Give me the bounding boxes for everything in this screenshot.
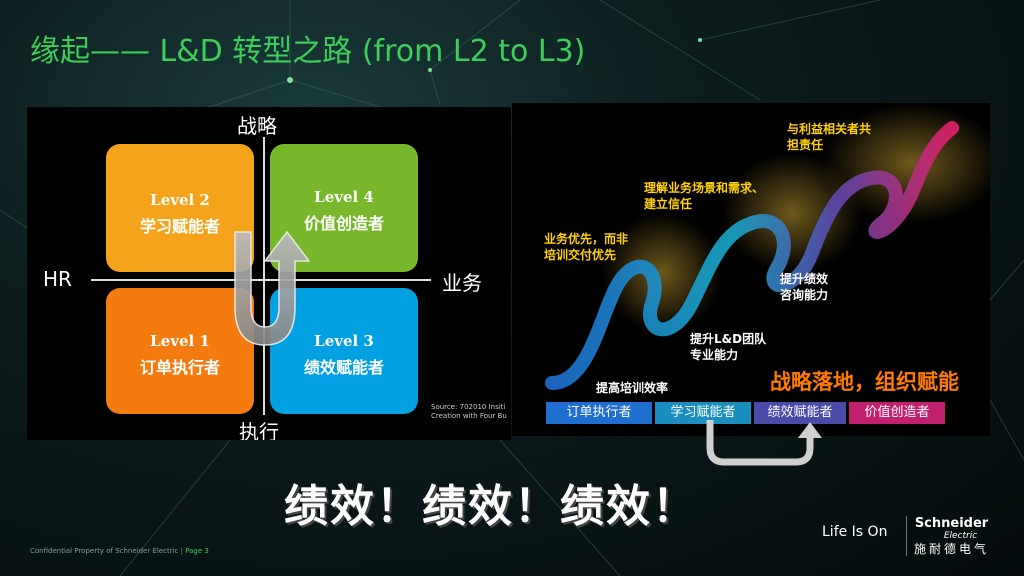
journey-note-5: 提升L&D团队 专业能力 <box>690 331 766 363</box>
big-slogan: 绩效！绩效！绩效！ <box>284 481 698 532</box>
journey-note-4: 提升绩效 咨询能力 <box>780 271 828 303</box>
footer-confidential: Confidential Property of Schneider Elect… <box>30 547 209 555</box>
quadrant-level-label: Level 1 <box>150 332 210 350</box>
journey-note-line: 理解业务场景和需求、 <box>644 181 765 195</box>
stage-4: 价值创造者 <box>849 402 945 424</box>
journey-note-6: 提高培训效率 <box>596 381 669 395</box>
axis-right-label: 业务 <box>442 271 482 295</box>
footer-text: Confidential Property of Schneider Elect… <box>30 547 186 555</box>
stage-3: 绩效赋能者 <box>754 402 846 424</box>
axis-left-label: HR <box>43 267 72 291</box>
journey-note-line: 提升L&D团队 <box>690 332 767 346</box>
brand-name: Schneider <box>914 516 989 531</box>
journey-note-line: 建立信任 <box>644 197 693 211</box>
journey-note-line: 提升绩效 <box>780 272 829 286</box>
stage-1: 订单执行者 <box>546 402 652 424</box>
level-matrix-panel: 战略 执行 HR 业务 Level 2 学习赋能者 Level 4 价值创造者 … <box>27 107 511 440</box>
axis-horizontal-line <box>91 279 431 281</box>
life-is-on-tagline: Life Is On <box>822 524 888 540</box>
journey-panel: 与利益相关者共 担责任 理解业务场景和需求、 建立信任 业务优先，而非 培训交付… <box>512 103 990 436</box>
curved-arrow-icon <box>706 420 822 466</box>
quadrant-level-2: Level 2 学习赋能者 <box>106 144 254 272</box>
u-turn-arrow-icon <box>234 230 311 346</box>
stage-2: 学习赋能者 <box>655 402 751 424</box>
slide-title: 缘起—— L&D 转型之路 (from L2 to L3) <box>30 34 586 69</box>
journey-note-2: 理解业务场景和需求、 建立信任 <box>644 180 764 212</box>
quadrant-level-label: Level 4 <box>314 188 374 206</box>
axis-top-label: 战略 <box>237 114 277 138</box>
schneider-logo: Schneider Electric 施耐德电气 <box>914 517 989 557</box>
quadrant-name: 绩效赋能者 <box>303 358 384 377</box>
quadrant-level-label: Level 3 <box>314 332 374 350</box>
journey-note-3: 业务优先，而非 培训交付优先 <box>544 231 628 263</box>
journey-note-1: 与利益相关者共 担责任 <box>787 121 871 153</box>
journey-note-line: 与利益相关者共 <box>787 122 872 136</box>
journey-note-line: 担责任 <box>787 138 824 152</box>
journey-note-line: 专业能力 <box>690 348 739 362</box>
quadrant-name: 订单执行者 <box>139 358 220 377</box>
quadrant-level-1: Level 1 订单执行者 <box>106 288 254 414</box>
journey-wave-graphic <box>545 103 990 390</box>
journey-slogan: 战略落地，组织赋能 <box>770 370 959 394</box>
quadrant-name: 价值创造者 <box>303 214 384 233</box>
quadrant-level-label: Level 2 <box>150 191 210 209</box>
logo-divider <box>906 516 907 556</box>
source-line: Source: 702010 Insiti <box>431 403 506 411</box>
axis-bottom-label: 执行 <box>239 420 279 440</box>
axis-vertical-line <box>263 137 265 415</box>
journey-note-line: 培训交付优先 <box>544 248 617 262</box>
journey-note-line: 咨询能力 <box>780 288 829 302</box>
quadrant-name: 学习赋能者 <box>139 217 220 236</box>
page-number: Page 3 <box>185 547 209 555</box>
source-note: Source: 702010 Insiti Creation with Four… <box>431 403 507 421</box>
source-line: Creation with Four Bu <box>431 412 507 420</box>
journey-note-line: 业务优先，而非 <box>544 232 629 246</box>
brand-sub: Electric <box>943 531 978 541</box>
brand-cn: 施耐德电气 <box>914 542 990 556</box>
